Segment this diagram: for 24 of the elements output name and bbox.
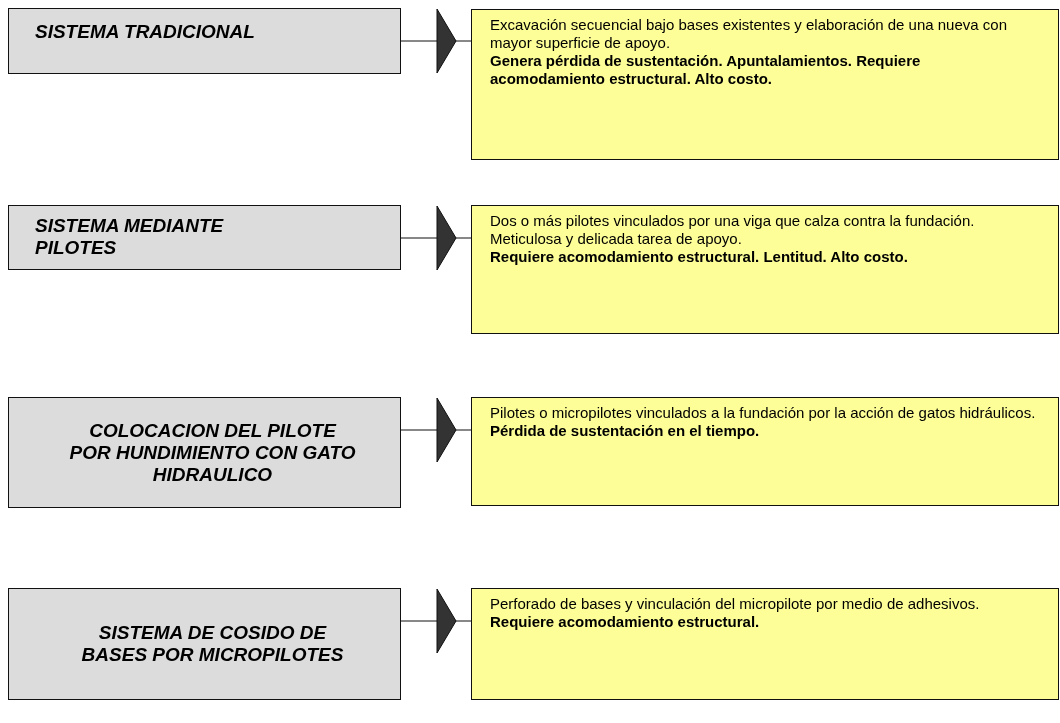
method-title: COLOCACION DEL PILOTE POR HUNDIMIENTO CON GATO HIDRAULICO [68,419,357,486]
method-box [8,397,401,508]
method-box [8,8,401,74]
description-text: Pilotes o micropilotes vinculados a la fundación por la acción de gatos hidráulicos. [490,404,1036,422]
description-box [471,9,1059,160]
chevron-arrow [400,588,472,654]
description-box [471,397,1059,506]
drawback-text: Requiere acomodamiento estructural. [490,613,761,631]
drawback-text: Pérdida de sustentación en el tiempo. [490,422,761,440]
method-box [8,588,401,700]
method-box [8,205,401,270]
drawback-text: Genera pérdida de sustentación. Apuntalamientos. Requiere acomodamiento estructural. Alto costo. [490,52,922,88]
method-title: SISTEMA MEDIANTE PILOTES [35,215,225,259]
description-box [471,205,1059,334]
method-title: SISTEMA TRADICIONAL [35,21,255,43]
chevron-arrow [400,397,472,463]
drawback-text: Requiere acomodamiento estructural. Lentitud. Alto costo. [490,248,909,266]
description-text: Dos o más pilotes vinculados por una viga que calza contra la fundación. Meticulosa y delicada tarea de apoyo. [490,212,976,248]
description-text: Excavación secuencial bajo bases existentes y elaboración de una nueva con mayor superficie de apoyo. [490,16,1008,52]
description-box [471,588,1059,700]
method-title: SISTEMA DE COSIDO DE BASES POR MICROPILOTES [80,622,345,666]
chevron-arrow [400,205,472,271]
chevron-arrow [400,8,472,74]
description-text: Perforado de bases y vinculación del micropilote por medio de adhesivos. [490,595,981,613]
